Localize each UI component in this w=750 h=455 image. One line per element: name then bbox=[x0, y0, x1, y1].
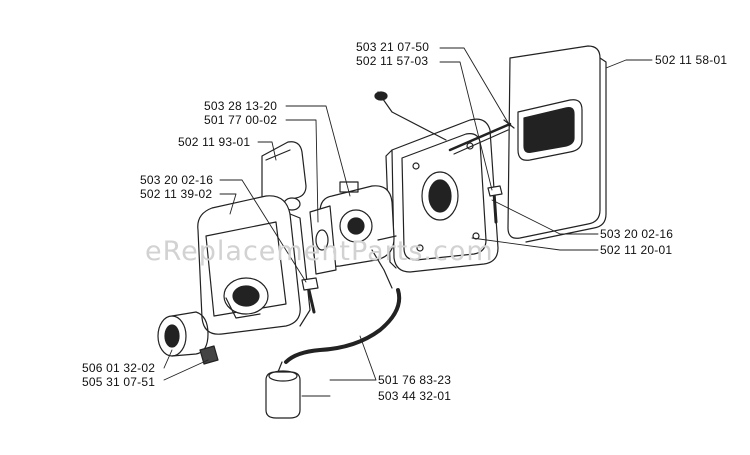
part-number-label: 503 20 02-16 bbox=[600, 227, 674, 241]
part-number-label: 502 11 57-03 bbox=[356, 54, 429, 68]
filter-screw-drawing bbox=[487, 185, 503, 224]
part-number-label: 502 11 58-01 bbox=[655, 53, 728, 67]
part-number-label: 502 11 93-01 bbox=[178, 135, 251, 149]
fuel-hose-drawing bbox=[284, 288, 402, 364]
part-number-label: 505 31 07-51 bbox=[82, 375, 156, 389]
bushing-drawing bbox=[157, 311, 209, 357]
choke-rod-drawing bbox=[374, 91, 515, 155]
intake-housing-drawing bbox=[197, 195, 311, 335]
watermark: eReplacementParts.com bbox=[145, 236, 494, 267]
part-number-label: 501 76 83-23 bbox=[378, 373, 452, 387]
gasket-drawing bbox=[309, 205, 337, 275]
air-filter-drawing bbox=[507, 45, 607, 243]
part-number-label: 502 11 39-02 bbox=[140, 187, 213, 201]
part-number-label: 503 20 02-16 bbox=[140, 173, 214, 187]
housing-screw-drawing bbox=[301, 277, 319, 314]
sleeve-drawing bbox=[199, 345, 219, 365]
fuel-filter-drawing bbox=[265, 361, 301, 419]
carburetor-drawing bbox=[311, 181, 397, 289]
part-number-label: 506 01 32-02 bbox=[82, 361, 156, 375]
part-number-label: 501 77 00-02 bbox=[204, 113, 278, 127]
leader-lines bbox=[163, 47, 653, 397]
part-number-label: 502 11 20-01 bbox=[600, 243, 673, 257]
part-number-label: 503 28 13-20 bbox=[204, 99, 278, 113]
filter-holder-drawing bbox=[385, 118, 499, 273]
part-number-label: 503 21 07-50 bbox=[356, 40, 430, 54]
part-number-label: 503 44 32-01 bbox=[378, 389, 452, 403]
